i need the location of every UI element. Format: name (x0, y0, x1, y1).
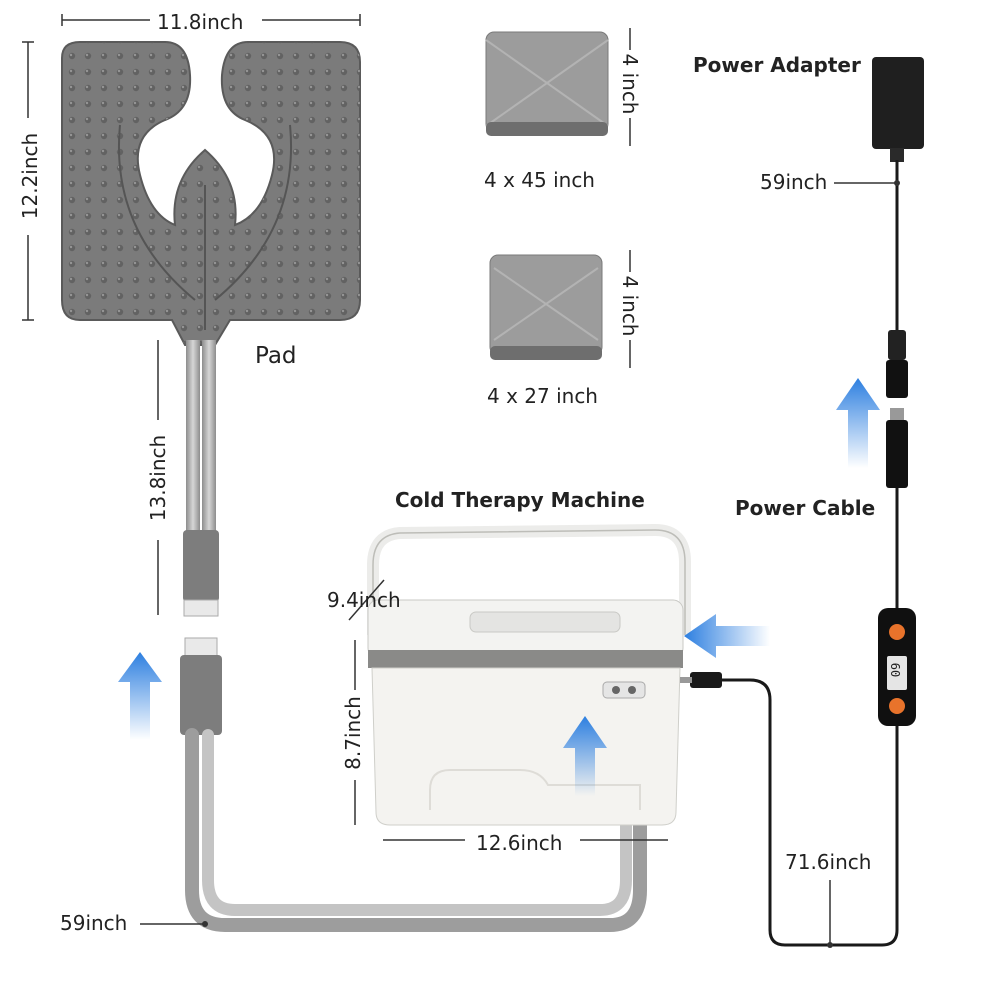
cold-therapy-machine (348, 523, 691, 841)
cooling-pad (61, 41, 361, 346)
adapter-cord-label: 59inch (760, 170, 828, 194)
pad-label: Pad (255, 343, 297, 369)
machine-width-label: 12.6inch (476, 831, 563, 855)
power-cable (680, 408, 916, 948)
power-adapter (834, 57, 924, 398)
pad-hose (157, 340, 219, 617)
strap-short (489, 250, 631, 368)
strap-short-size: 4 x 27 inch (487, 384, 598, 408)
pad-width-label: 11.8inch (157, 10, 244, 34)
strap-long (485, 28, 631, 146)
controller-display: 60 (888, 662, 903, 678)
arrow-left-machine (684, 614, 770, 658)
strap-long-width: 4 inch (618, 53, 642, 115)
tube-length-label: 59inch (60, 911, 128, 935)
pad-height-label: 12.2inch (18, 132, 42, 220)
arrow-up-left (118, 652, 162, 740)
power-adapter-label: Power Adapter (693, 53, 861, 77)
arrow-up-power (836, 378, 880, 468)
machine-height-label: 8.7inch (341, 696, 365, 770)
power-cable-length-label: 71.6inch (785, 850, 872, 874)
arrow-up-machine (563, 716, 607, 796)
strap-long-size: 4 x 45 inch (484, 168, 595, 192)
machine-label: Cold Therapy Machine (395, 488, 645, 512)
power-cable-label: Power Cable (735, 496, 876, 520)
strap-short-width: 4 inch (618, 275, 642, 337)
hose-length-label: 13.8inch (146, 434, 170, 522)
machine-depth-label: 9.4inch (327, 588, 401, 612)
pad-dimension-lines (22, 14, 361, 321)
